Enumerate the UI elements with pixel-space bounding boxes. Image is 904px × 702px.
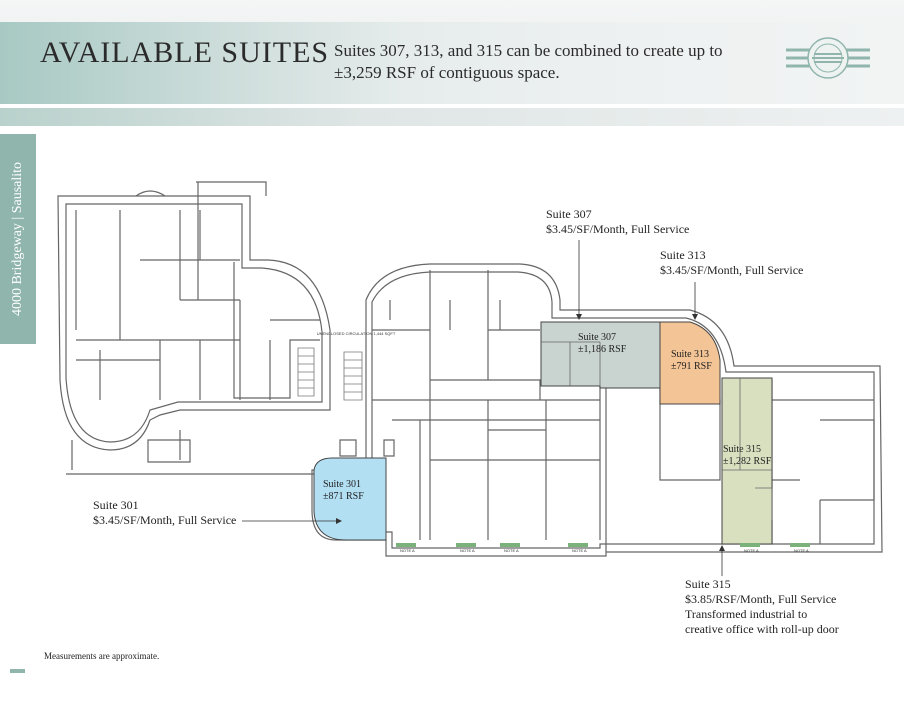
suite-315-area[interactable]: [721, 377, 773, 545]
callout-line: Suite 313: [660, 248, 706, 262]
suite-interior-walls: [541, 341, 773, 520]
callout-line: creative office with roll-up door: [685, 622, 839, 636]
suite-315-size: ±1,282 RSF: [723, 456, 772, 467]
suite-301-callout: Suite 301 $3.45/SF/Month, Full Service: [93, 498, 236, 528]
callout-leader-lines: [242, 240, 723, 576]
note-a-label: NOTE A: [460, 548, 475, 553]
suite-301-name: Suite 301: [323, 479, 362, 490]
suite-307-label: Suite 307 ±1,186 RSF: [578, 332, 626, 356]
suite-313-callout: Suite 313 $3.45/SF/Month, Full Service: [660, 248, 803, 278]
suite-313-area[interactable]: [659, 321, 721, 405]
callout-arrowheads: [336, 314, 725, 551]
callout-line: $3.45/SF/Month, Full Service: [660, 263, 804, 277]
suite-315-callout: Suite 315 $3.85/RSF/Month, Full Service …: [685, 577, 839, 637]
callout-line: Suite 307: [546, 207, 592, 221]
header-banner: AVAILABLE SUITES Suites 307, 313, and 31…: [0, 0, 904, 126]
note-a-label: NOTE A: [504, 548, 519, 553]
page-title: AVAILABLE SUITES: [40, 36, 330, 69]
suite-313-size: ±791 RSF: [671, 361, 712, 372]
suite-307-size: ±1,186 RSF: [578, 344, 627, 355]
suite-315-name: Suite 315: [723, 444, 762, 455]
side-address-tab: 4000 Bridgeway | Sausalito: [0, 134, 36, 344]
callout-line: $3.45/SF/Month, Full Service: [93, 513, 237, 527]
suite-307-name: Suite 307: [578, 332, 617, 343]
suite-313-name: Suite 313: [671, 349, 710, 360]
callout-line: Suite 315: [685, 577, 731, 591]
suite-315-label: Suite 315 ±1,282 RSF: [723, 444, 771, 468]
suite-313-label: Suite 313 ±791 RSF: [671, 349, 712, 373]
callout-line: Transformed industrial to: [685, 607, 808, 621]
note-a-label: NOTE A: [744, 548, 759, 553]
suite-307-callout: Suite 307 $3.45/SF/Month, Full Service: [546, 207, 689, 237]
circulation-label: UNENCLOSED CIRCULATION 1,444 SQFT: [317, 331, 396, 336]
header-band: [0, 22, 904, 104]
header-divider: [0, 104, 904, 108]
suite-301-label: Suite 301 ±871 RSF: [323, 479, 364, 503]
suite-301-area[interactable]: [313, 457, 387, 541]
callout-line: Suite 301: [93, 498, 139, 512]
callout-line: $3.85/RSF/Month, Full Service: [685, 592, 837, 606]
callout-line: $3.45/SF/Month, Full Service: [546, 222, 690, 236]
floor-plan-walls: [57, 181, 883, 557]
header-under-band: [0, 108, 904, 126]
note-a-markers: NOTE A NOTE A NOTE A NOTE A NOTE A NOTE …: [396, 543, 810, 553]
header-description: Suites 307, 313, and 315 can be combined…: [334, 41, 723, 82]
note-a-label: NOTE A: [794, 548, 809, 553]
note-a-label: NOTE A: [400, 548, 415, 553]
suite-301-size: ±871 RSF: [323, 491, 364, 502]
note-a-label: NOTE A: [572, 548, 587, 553]
footer-accent-mark: [10, 669, 25, 673]
measurement-footnote: Measurements are approximate.: [44, 651, 160, 661]
striped-circle-logo-icon: [786, 37, 870, 79]
circulation-stairs: [297, 347, 363, 401]
